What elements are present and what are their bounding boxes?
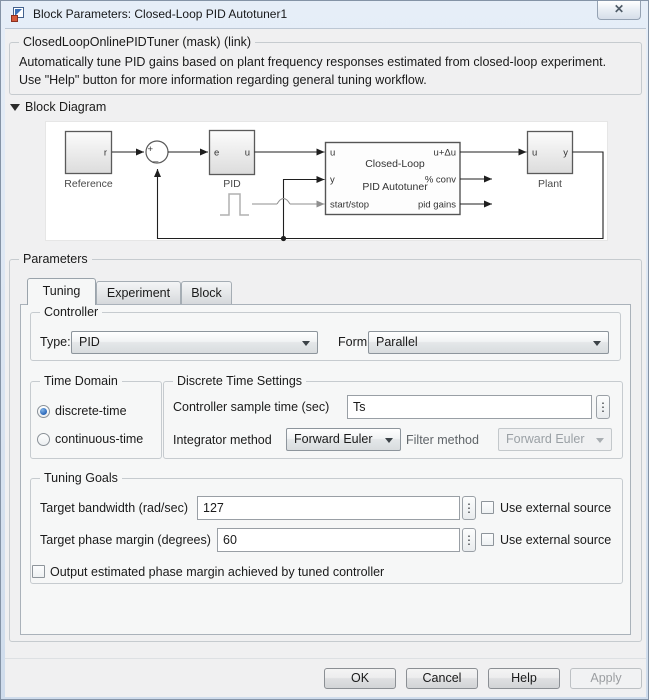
button-bar-separator [5, 658, 646, 659]
type-label: Type: [40, 335, 71, 349]
radio-continuous-time[interactable] [37, 433, 50, 446]
autotuner-out-u: u+Δu [434, 148, 456, 159]
controller-form-value: Parallel [376, 335, 418, 349]
cancel-button[interactable]: Cancel [406, 668, 478, 689]
apply-button: Apply [570, 668, 642, 689]
mask-name: ClosedLoopOnlinePIDTuner (mask) (link) [19, 35, 256, 49]
chevron-down-icon [302, 341, 310, 346]
controller-group: Controller [30, 305, 621, 361]
autotuner-out-gains: pid gains [418, 200, 456, 211]
target-phase-stepper[interactable]: ⋮ [462, 528, 476, 552]
target-phase-label: Target phase margin (degrees) [40, 533, 211, 547]
bandwidth-external-label: Use external source [500, 501, 612, 515]
pulse-signal-icon [220, 193, 249, 216]
y-branch-line [282, 176, 325, 239]
autotuner-block [324, 141, 461, 216]
autotuner-in-u: u [330, 148, 335, 159]
mask-description-line1: Automatically tune PID gains based on pl… [19, 55, 607, 69]
plant-block-label: Plant [538, 178, 562, 190]
titlebar[interactable]: Block Parameters: Closed-Loop PID Autotu… [1, 1, 648, 28]
pid-block-label: PID [223, 178, 241, 190]
output-phase-label: Output estimated phase margin achieved b… [50, 565, 385, 579]
filter-method-dropdown: Forward Euler [498, 428, 612, 451]
plant-in-label: u [532, 148, 537, 159]
time-domain-legend: Time Domain [40, 374, 122, 388]
autotuner-title-line1: Closed-Loop [365, 158, 425, 170]
tuning-goals-group: Tuning Goals [30, 471, 623, 584]
filter-method-value: Forward Euler [506, 432, 585, 446]
phase-external-checkbox[interactable] [481, 533, 494, 546]
sum-minus-sign: _ [152, 152, 159, 163]
help-button[interactable]: Help [488, 668, 560, 689]
pid-out-label: u [245, 148, 250, 159]
time-domain-group: Time Domain [30, 374, 162, 459]
reference-block [64, 130, 113, 175]
sample-time-stepper[interactable]: ⋮ [596, 395, 610, 419]
discrete-time-settings-legend: Discrete Time Settings [173, 374, 307, 388]
form-label: Form: [338, 335, 371, 349]
integrator-method-value: Forward Euler [294, 432, 373, 446]
mask-description-line2: Use "Help" button for more information r… [19, 73, 427, 87]
autotuner-in-y: y [330, 175, 335, 186]
simulink-block-icon [11, 7, 26, 22]
target-bandwidth-input[interactable] [197, 496, 460, 520]
autotuner-title-line2: PID Autotuner [362, 181, 428, 193]
chevron-down-icon [385, 438, 393, 443]
target-phase-input[interactable] [217, 528, 460, 552]
discrete-time-settings-group: Discrete Time Settings [163, 374, 623, 459]
plant-out-label: y [563, 148, 568, 159]
phase-external-label: Use external source [500, 533, 612, 547]
mask-description-group: ClosedLoopOnlinePIDTuner (mask) (link) [9, 35, 642, 95]
sample-time-label: Controller sample time (sec) [173, 400, 330, 414]
feedback-line [154, 151, 604, 240]
output-phase-checkbox[interactable] [32, 565, 45, 578]
chevron-down-icon [596, 438, 604, 443]
filter-method-label: Filter method [406, 433, 479, 447]
tab-tuning[interactable]: Tuning [27, 278, 96, 305]
radio-discrete-time-label: discrete-time [55, 404, 127, 418]
radio-discrete-time[interactable] [37, 405, 50, 418]
bandwidth-external-checkbox[interactable] [481, 501, 494, 514]
autotuner-in-startstop: start/stop [330, 200, 369, 211]
window-title: Block Parameters: Closed-Loop PID Autotu… [33, 7, 288, 21]
close-icon: ✕ [613, 2, 625, 16]
pid-in-label: e [214, 148, 219, 159]
radio-continuous-time-label: continuous-time [55, 432, 144, 446]
chevron-down-icon [593, 341, 601, 346]
line-hop [276, 197, 291, 205]
controller-form-dropdown[interactable]: Parallel [368, 331, 609, 354]
block-diagram-panel: r Reference + _ e u PID u y start/stop C… [45, 121, 608, 242]
reference-block-label: Reference [64, 178, 113, 190]
target-bandwidth-label: Target bandwidth (rad/sec) [40, 501, 188, 515]
close-button[interactable]: ✕ [597, 1, 641, 20]
sum-plus-sign: + [148, 144, 154, 155]
collapse-arrow-icon [10, 104, 20, 111]
controller-type-value: PID [79, 335, 100, 349]
stepper-dots-icon: ⋮ [597, 400, 609, 414]
tab-content-pane [20, 304, 631, 635]
target-bandwidth-stepper[interactable]: ⋮ [462, 496, 476, 520]
controller-type-dropdown[interactable]: PID [71, 331, 318, 354]
tab-block[interactable]: Block [181, 281, 232, 305]
block-diagram-header: Block Diagram [25, 100, 107, 114]
block-diagram-svg: r Reference + _ e u PID u y start/stop C… [64, 129, 604, 242]
parameters-legend: Parameters [19, 252, 92, 266]
stepper-dots-icon: ⋮ [463, 501, 475, 515]
integrator-method-label: Integrator method [173, 433, 272, 447]
tab-experiment[interactable]: Experiment [96, 281, 181, 305]
reference-port-label: r [104, 148, 107, 159]
sample-time-input[interactable] [347, 395, 592, 419]
ok-button[interactable]: OK [324, 668, 396, 689]
stepper-dots-icon: ⋮ [463, 533, 475, 547]
parameters-group: Parameters [9, 252, 642, 642]
controller-legend: Controller [40, 305, 103, 319]
autotuner-out-conv: % conv [425, 175, 456, 186]
integrator-method-dropdown[interactable]: Forward Euler [286, 428, 401, 451]
plant-block [526, 130, 574, 175]
tuning-goals-legend: Tuning Goals [40, 471, 122, 485]
